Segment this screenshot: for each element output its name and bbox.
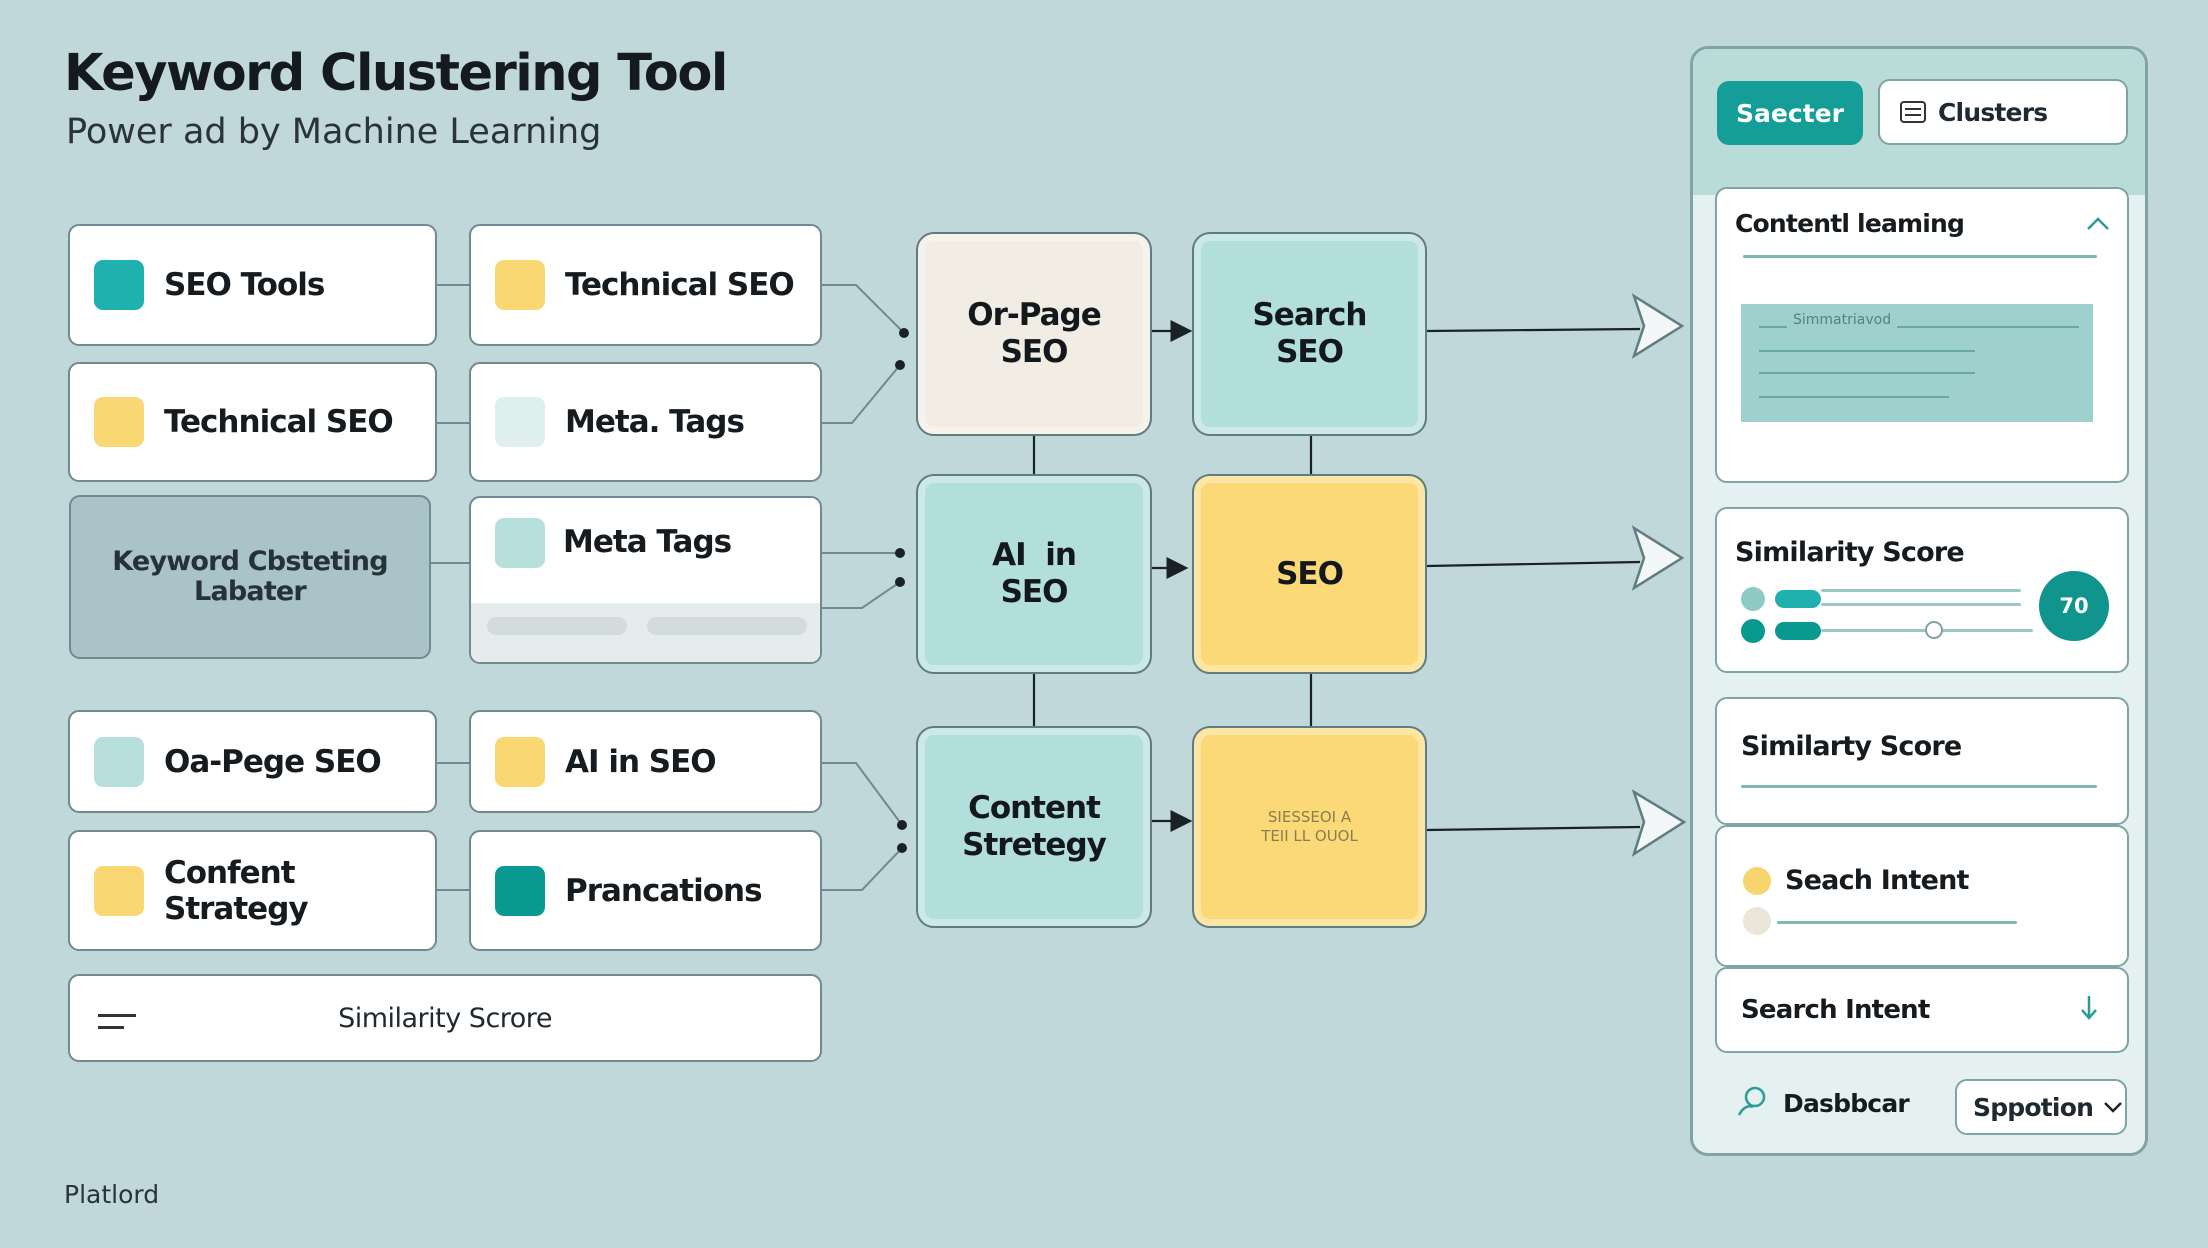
option-select-value: Sppotion (1973, 1092, 2094, 1122)
arrow-down-icon (2081, 996, 2097, 1020)
content-learning-card[interactable]: Contentl leaming Simmatriavod (1715, 187, 2129, 483)
slider-track (1821, 603, 2021, 606)
teal-swatch-icon (94, 260, 144, 310)
card-footer-strip (471, 603, 820, 662)
divider (1741, 785, 2097, 788)
primary-button[interactable]: Saecter (1717, 81, 1863, 145)
clusters-label: Clusters (1938, 97, 2048, 127)
card-label: SEO Tools (164, 267, 325, 303)
clusters-button[interactable]: Clusters (1878, 79, 2128, 145)
node-label: Content Stretegy (962, 790, 1107, 863)
placeholder-bar (487, 617, 627, 635)
dashboard-link[interactable]: Dasbbcar (1783, 1089, 1910, 1118)
card-technical-seo-2[interactable]: Technical SEO (68, 362, 437, 482)
card-label: Oa-Pege SEO (164, 743, 382, 780)
card-label: Prancations (565, 872, 763, 909)
dark-teal-swatch-icon (495, 865, 545, 916)
preview-line (1759, 372, 1975, 374)
list-icon (1900, 101, 1926, 123)
similarity-score-title: Similarity Score (1735, 537, 1965, 568)
similarity-score-label: Similarity Scrore (338, 1002, 552, 1034)
divider (1743, 255, 2097, 258)
similarity-score-bar[interactable]: Similarity Scrore (68, 974, 822, 1062)
chevron-up-icon[interactable] (2085, 215, 2111, 233)
card-meta-tags[interactable]: Meta. Tags (469, 362, 822, 482)
card-technical-seo[interactable]: Technical SEO (469, 224, 822, 346)
menu-icon-line (98, 1026, 124, 1029)
dot-icon (1741, 619, 1765, 643)
chevron-down-icon (2104, 1102, 2122, 1113)
yellow-dot-icon (1743, 867, 1771, 895)
slider-track[interactable] (1821, 589, 2021, 592)
slider-fill (1775, 590, 1821, 608)
node-ai-in-seo[interactable]: AI in SEO (916, 474, 1152, 674)
node-label: Or-Page SEO (967, 297, 1102, 370)
page-title: Keyword Clustering Tool (64, 44, 728, 103)
pale-swatch-icon (495, 397, 545, 447)
divider (1777, 921, 2017, 924)
card-keyword-clustering-labeler[interactable]: Keyword Cbsteting Labater (69, 495, 431, 659)
node-placeholder-yellow[interactable]: SIESSEOI A TEII LL OUOL (1192, 726, 1427, 928)
footer-label: Platlord (64, 1180, 160, 1209)
card-ai-in-seo[interactable]: AI in SEO (469, 710, 822, 813)
card-meta-tags-2[interactable]: Meta Tags (469, 496, 822, 664)
search-intent-dropdown[interactable]: Search Intent (1715, 967, 2129, 1053)
mint-swatch-icon (94, 736, 144, 787)
node-seo[interactable]: SEO (1192, 474, 1427, 674)
preview-line (1759, 350, 1975, 352)
beige-dot-icon (1743, 907, 1771, 935)
search-intent-card[interactable]: Seach Intent (1715, 825, 2129, 967)
card-on-page-seo[interactable]: Oa-Pege SEO (68, 710, 437, 813)
yellow-swatch-icon (495, 260, 545, 310)
card-label: AI in SEO (565, 743, 717, 780)
right-panel: Saecter Clusters Contentl leaming Simmat… (1690, 46, 2148, 1156)
node-on-page-seo[interactable]: Or-Page SEO (916, 232, 1152, 436)
mint-swatch-icon (495, 518, 545, 568)
slider-handle[interactable] (1925, 621, 1943, 639)
card-label: Confent Strategy (164, 854, 309, 927)
search-intent-label: Seach Intent (1785, 865, 1969, 896)
content-learning-title: Contentl leaming (1735, 209, 1965, 238)
card-prancations[interactable]: Prancations (469, 830, 822, 951)
dot-icon (1741, 587, 1765, 611)
card-label: Meta. Tags (565, 404, 745, 440)
yellow-swatch-icon (94, 397, 144, 447)
node-content-strategy[interactable]: Content Stretegy (916, 726, 1152, 928)
node-label: AI in SEO (992, 537, 1086, 610)
page-subtitle: Power ad by Machine Learning (66, 112, 602, 152)
similarity-score-card[interactable]: Similarity Score 70 (1715, 507, 2129, 673)
yellow-swatch-icon (94, 865, 144, 916)
node-search-seo[interactable]: Search SEO (1192, 232, 1427, 436)
card-label: Technical SEO (164, 404, 394, 440)
similarity-score-badge: 70 (2039, 571, 2109, 641)
card-content-strategy[interactable]: Confent Strategy (68, 830, 437, 951)
card-label: Technical SEO (565, 267, 795, 303)
menu-icon (98, 1014, 136, 1017)
node-label: SEO (1276, 555, 1344, 592)
similarity-score-card-2[interactable]: Similarty Score (1715, 697, 2129, 825)
card-label: Meta Tags (563, 524, 732, 560)
content-preview: Simmatriavod (1741, 304, 2093, 422)
search-intent-label-2: Search Intent (1741, 995, 1930, 1025)
node-small-text: SIESSEOI A TEII LL OUOL (1261, 807, 1358, 846)
preview-line (1759, 326, 2079, 328)
card-seo-tools[interactable]: SEO Tools (68, 224, 437, 346)
placeholder-bar (647, 617, 807, 635)
option-select[interactable]: Sppotion (1955, 1079, 2127, 1135)
yellow-swatch-icon (495, 736, 545, 787)
dashboard-icon (1737, 1086, 1766, 1116)
slider-fill (1775, 622, 1821, 640)
node-label: Search SEO (1252, 297, 1367, 370)
similarity-score-title-2: Similarty Score (1741, 731, 1962, 762)
preview-line (1759, 396, 1949, 398)
preview-caption: Simmatriavod (1787, 312, 1898, 328)
